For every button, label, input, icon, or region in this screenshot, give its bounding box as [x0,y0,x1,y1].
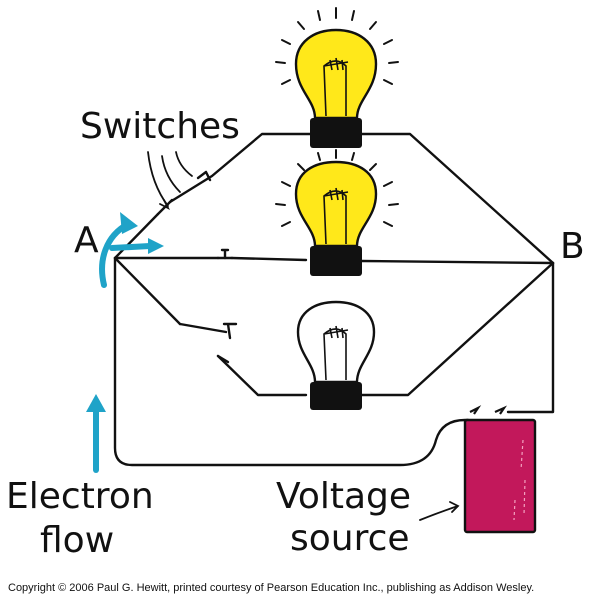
electron-flow-arrows [93,221,153,473]
filament [323,57,349,117]
middle-branch-wire [113,256,555,265]
switches-label: Switches [80,106,240,147]
bulb-base [310,382,362,410]
switch-middle [216,248,234,260]
circuit-wires [113,132,555,467]
electron-flow-arrowheads [86,212,164,412]
outer-loop-wire [113,256,470,467]
point-a-label: A [74,220,99,261]
bulb-base [310,118,362,148]
bulb-top [275,7,399,148]
filament [323,187,349,245]
voltage-source-label-line2: source [290,518,410,559]
bulb-bottom [296,300,376,410]
electron-flow-label-line1: Electron [6,476,154,517]
arrowhead-icon [120,212,138,234]
bulb-base [310,246,362,276]
switches-group [156,170,238,364]
battery-terminals [469,405,508,415]
bulb-glass [296,300,376,384]
arrowhead-icon [148,238,164,254]
switches-pointer-lines [147,151,193,211]
light-rays-icon [275,149,399,227]
bottom-branch-wire [113,256,555,397]
bulb-glass [294,160,378,248]
arrowhead-icon [86,394,106,412]
voltage-source-pointer [419,501,460,521]
battery [463,405,537,534]
battery-body [463,418,537,534]
electron-flow-label-line2: flow [40,520,114,561]
filament [323,325,349,381]
bulb-glass [294,28,378,120]
bulb-middle [275,149,399,276]
point-b-label: B [560,226,585,267]
light-rays-icon [275,7,399,85]
top-branch-wire [113,132,555,265]
copyright-notice: Copyright © 2006 Paul G. Hewitt, printed… [8,582,534,594]
battery-texture [513,439,526,521]
electron-arrow-right [109,243,153,251]
voltage-source-label-line1: Voltage [276,476,411,517]
switch-bottom [178,322,238,364]
battery-right-wire [506,261,555,414]
